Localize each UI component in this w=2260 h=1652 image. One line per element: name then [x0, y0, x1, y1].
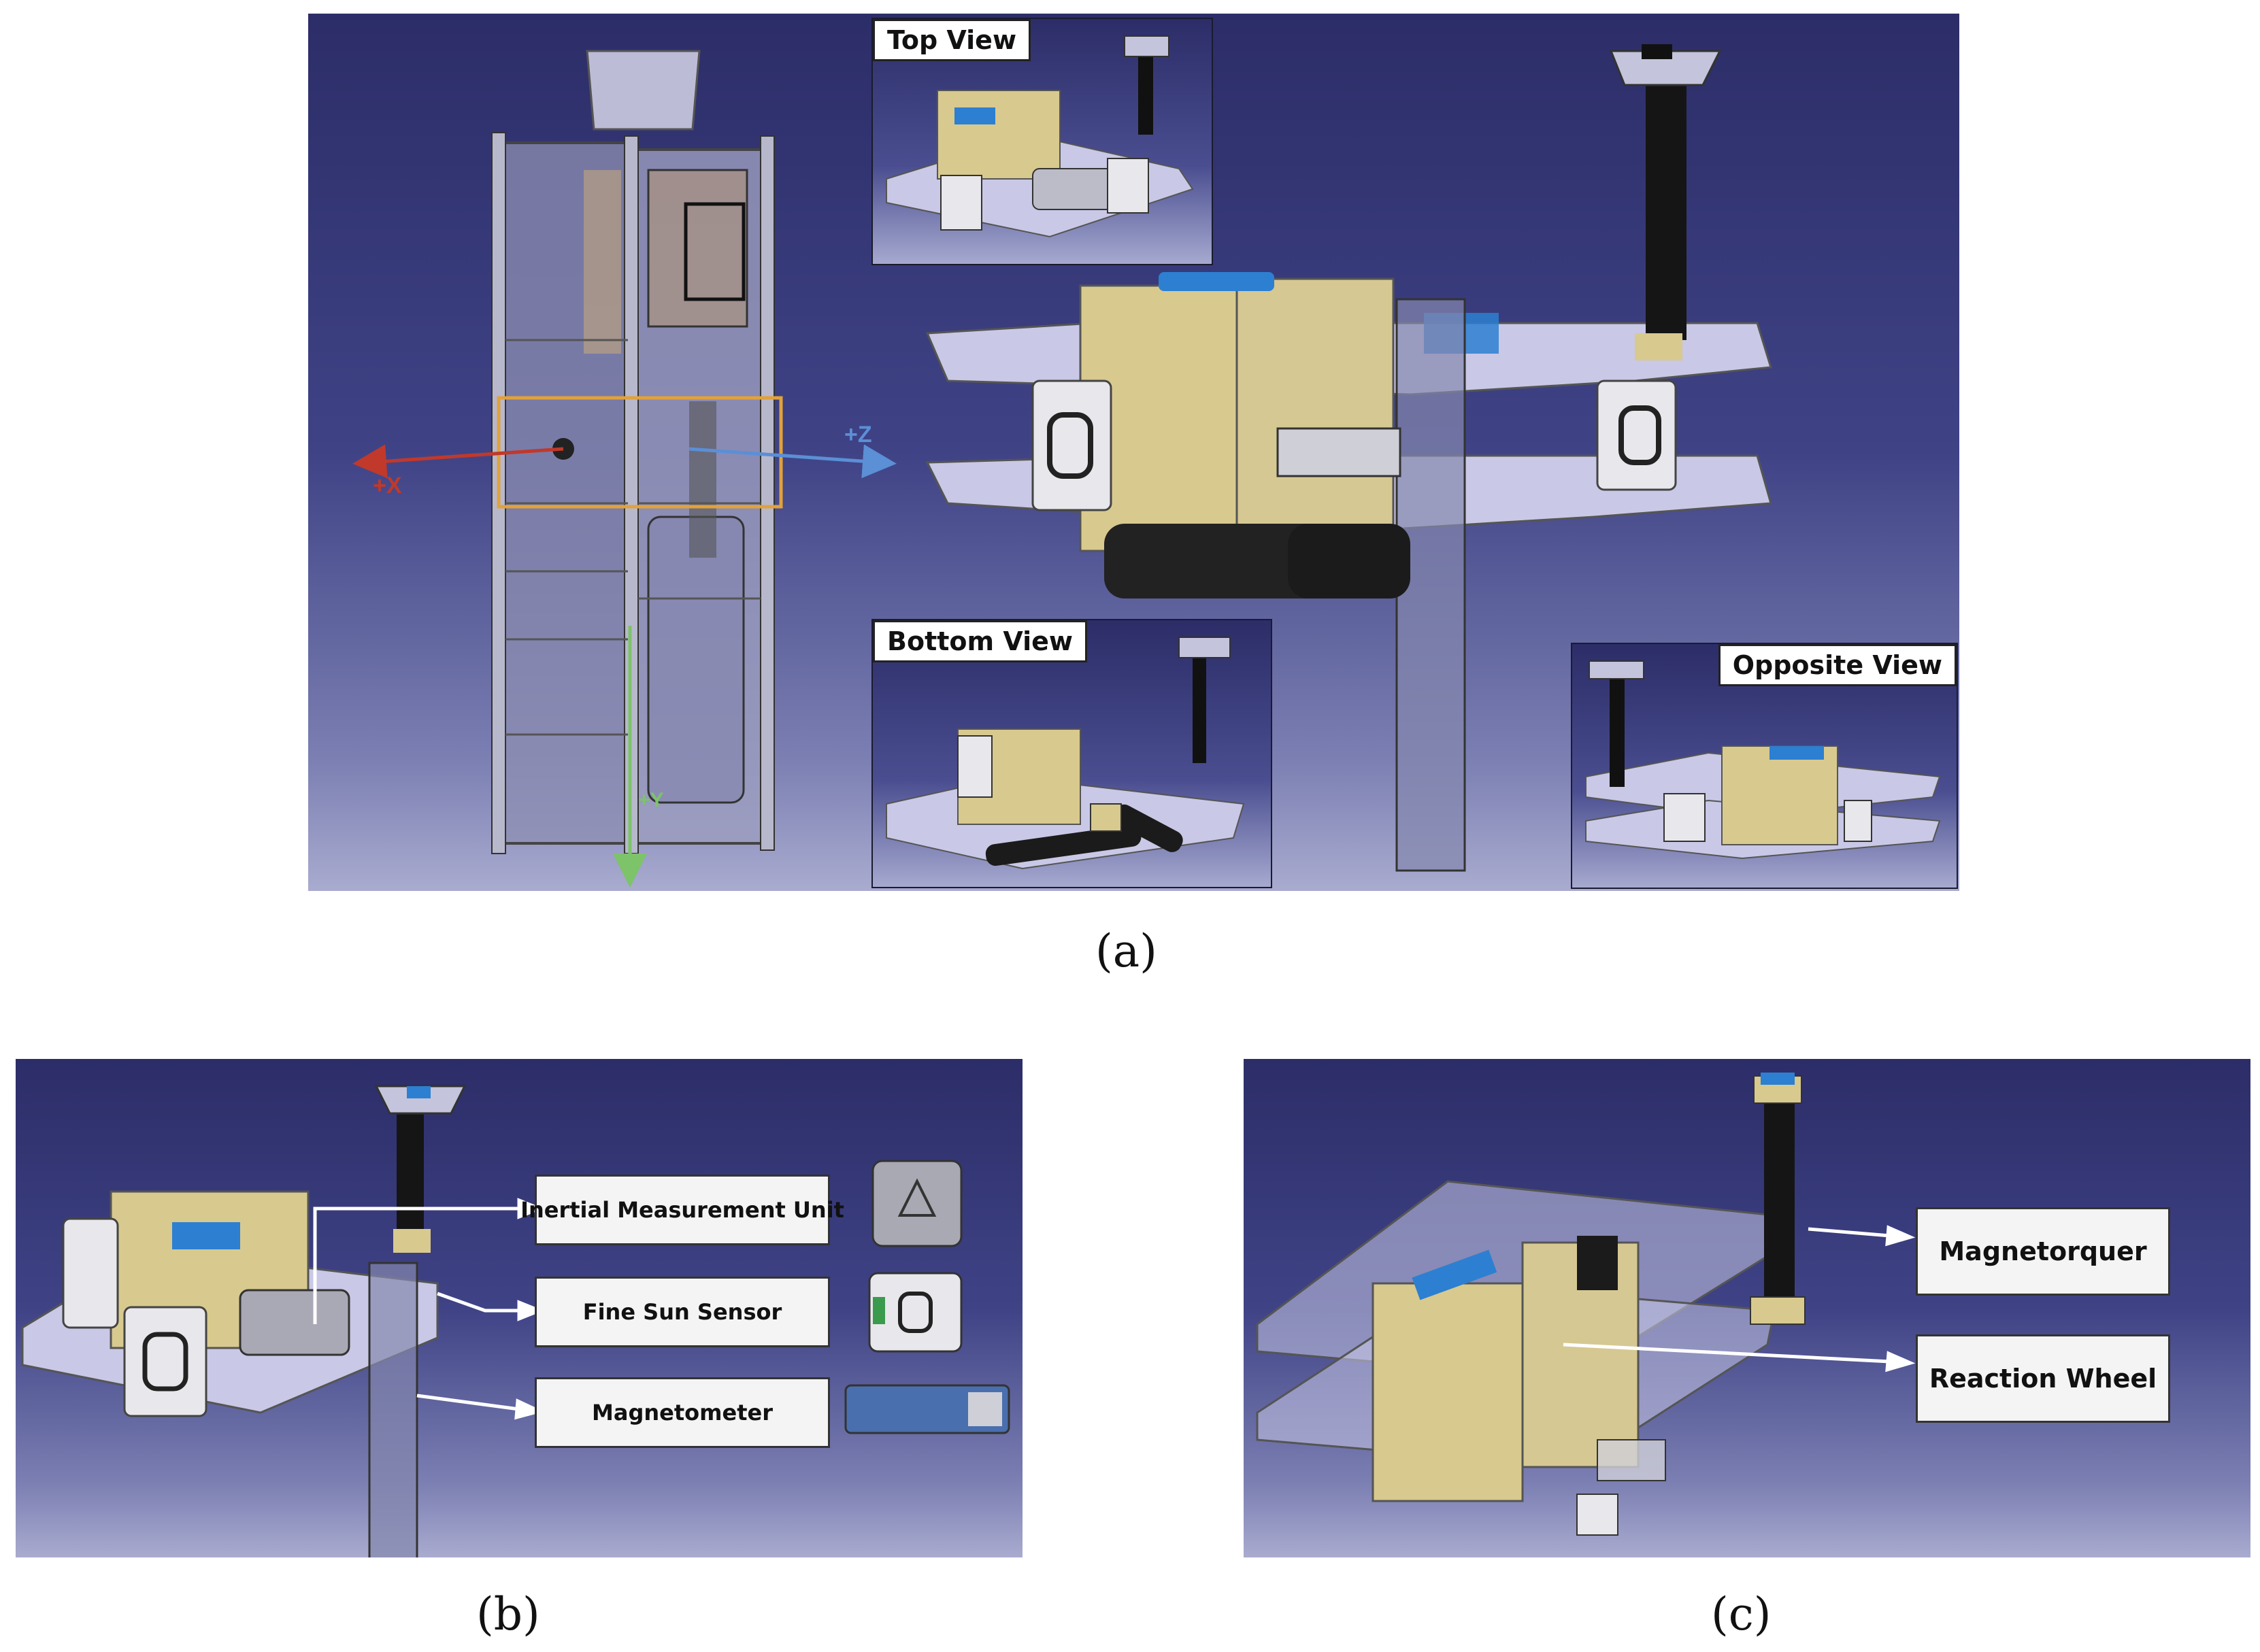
magnetometer-thumbnail	[844, 1384, 1010, 1434]
adcs-assembly-drawing	[925, 44, 1772, 872]
panel-a: +X +Z +Y Top View Bottom View	[308, 14, 1959, 891]
fine-sun-sensor-thumbnail	[868, 1272, 963, 1353]
caption-a: (a)	[1095, 925, 1157, 977]
top-view-label: Top View	[873, 19, 1031, 61]
axis-z-label: +Z	[844, 422, 872, 448]
top-view-drawing	[886, 35, 1194, 238]
panel-c: Magnetorquer Reaction Wheel	[1244, 1059, 2250, 1557]
panel-b: Inertial Measurement Unit Fine Sun Senso…	[16, 1059, 1023, 1557]
bottom-view-label: Bottom View	[873, 620, 1087, 662]
callout-imu: Inertial Measurement Unit	[520, 1175, 844, 1245]
caption-b: (b)	[476, 1588, 540, 1640]
cubesat-frame	[491, 50, 775, 854]
axis-y-label: +Y	[638, 789, 664, 811]
callout-arrows	[313, 1198, 545, 1420]
bottom-view-inset: Bottom View	[871, 619, 1272, 888]
callout-arrows	[1563, 1225, 1916, 1372]
imu-thumbnail	[871, 1160, 963, 1247]
bottom-view-drawing	[886, 637, 1245, 870]
caption-c: (c)	[1711, 1588, 1772, 1640]
callout-fine-sun-sensor: Fine Sun Sensor	[535, 1277, 830, 1347]
callout-reaction-wheel: Reaction Wheel	[1916, 1334, 2170, 1423]
opposite-view-label: Opposite View	[1718, 644, 1957, 686]
callout-magnetorquer: Magnetorquer	[1916, 1207, 2170, 1296]
callout-magnetometer: Magnetometer	[535, 1377, 830, 1448]
opposite-view-drawing	[1585, 660, 1941, 860]
axis-x-label: +X	[373, 473, 402, 499]
panel-a-drawing	[352, 44, 1772, 888]
top-view-inset: Top View	[871, 18, 1213, 265]
opposite-view-inset: Opposite View	[1571, 643, 1958, 889]
panel-c-drawing	[1256, 1073, 1916, 1536]
panel-b-drawing	[21, 1085, 1010, 1557]
axes	[352, 444, 897, 888]
